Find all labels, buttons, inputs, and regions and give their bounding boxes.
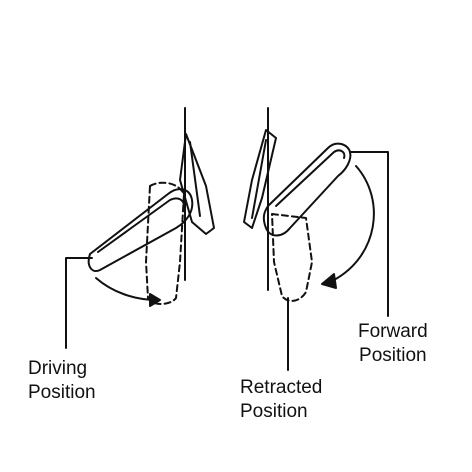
left-mirror-housing-driving [87,188,194,272]
right-forward-leader-line [349,151,389,317]
right-mount-inner-edge [251,139,267,219]
retracted-position-label: Retracted Position [240,376,322,424]
right-mirror-mount [243,129,277,229]
driving-position-label-line1: Driving [28,358,88,379]
left-arrowhead [149,293,161,307]
right-rotation-arrow [333,165,375,281]
left-leader-line [65,257,93,349]
left-mirror-assembly [65,107,215,349]
left-retracted-outline [145,181,185,305]
retracted-position-label-line2: Position [240,401,308,422]
forward-position-label-line2: Position [359,345,427,366]
right-mirror-face [275,149,346,207]
forward-position-label: Forward Position [358,320,428,368]
left-mirror-face [97,197,185,253]
right-arrowhead [321,273,337,289]
driving-position-label: Driving Position [28,357,96,405]
right-retracted-outline [271,213,313,302]
right-mirror-housing-forward [262,142,352,237]
driving-position-label-line2: Position [28,382,96,403]
retracted-position-label-line1: Retracted [240,377,323,398]
forward-position-label-line1: Forward [358,321,428,342]
left-mirror-mount [179,133,215,235]
right-mirror-assembly [243,107,389,371]
left-mount-inner-edge [189,141,201,217]
